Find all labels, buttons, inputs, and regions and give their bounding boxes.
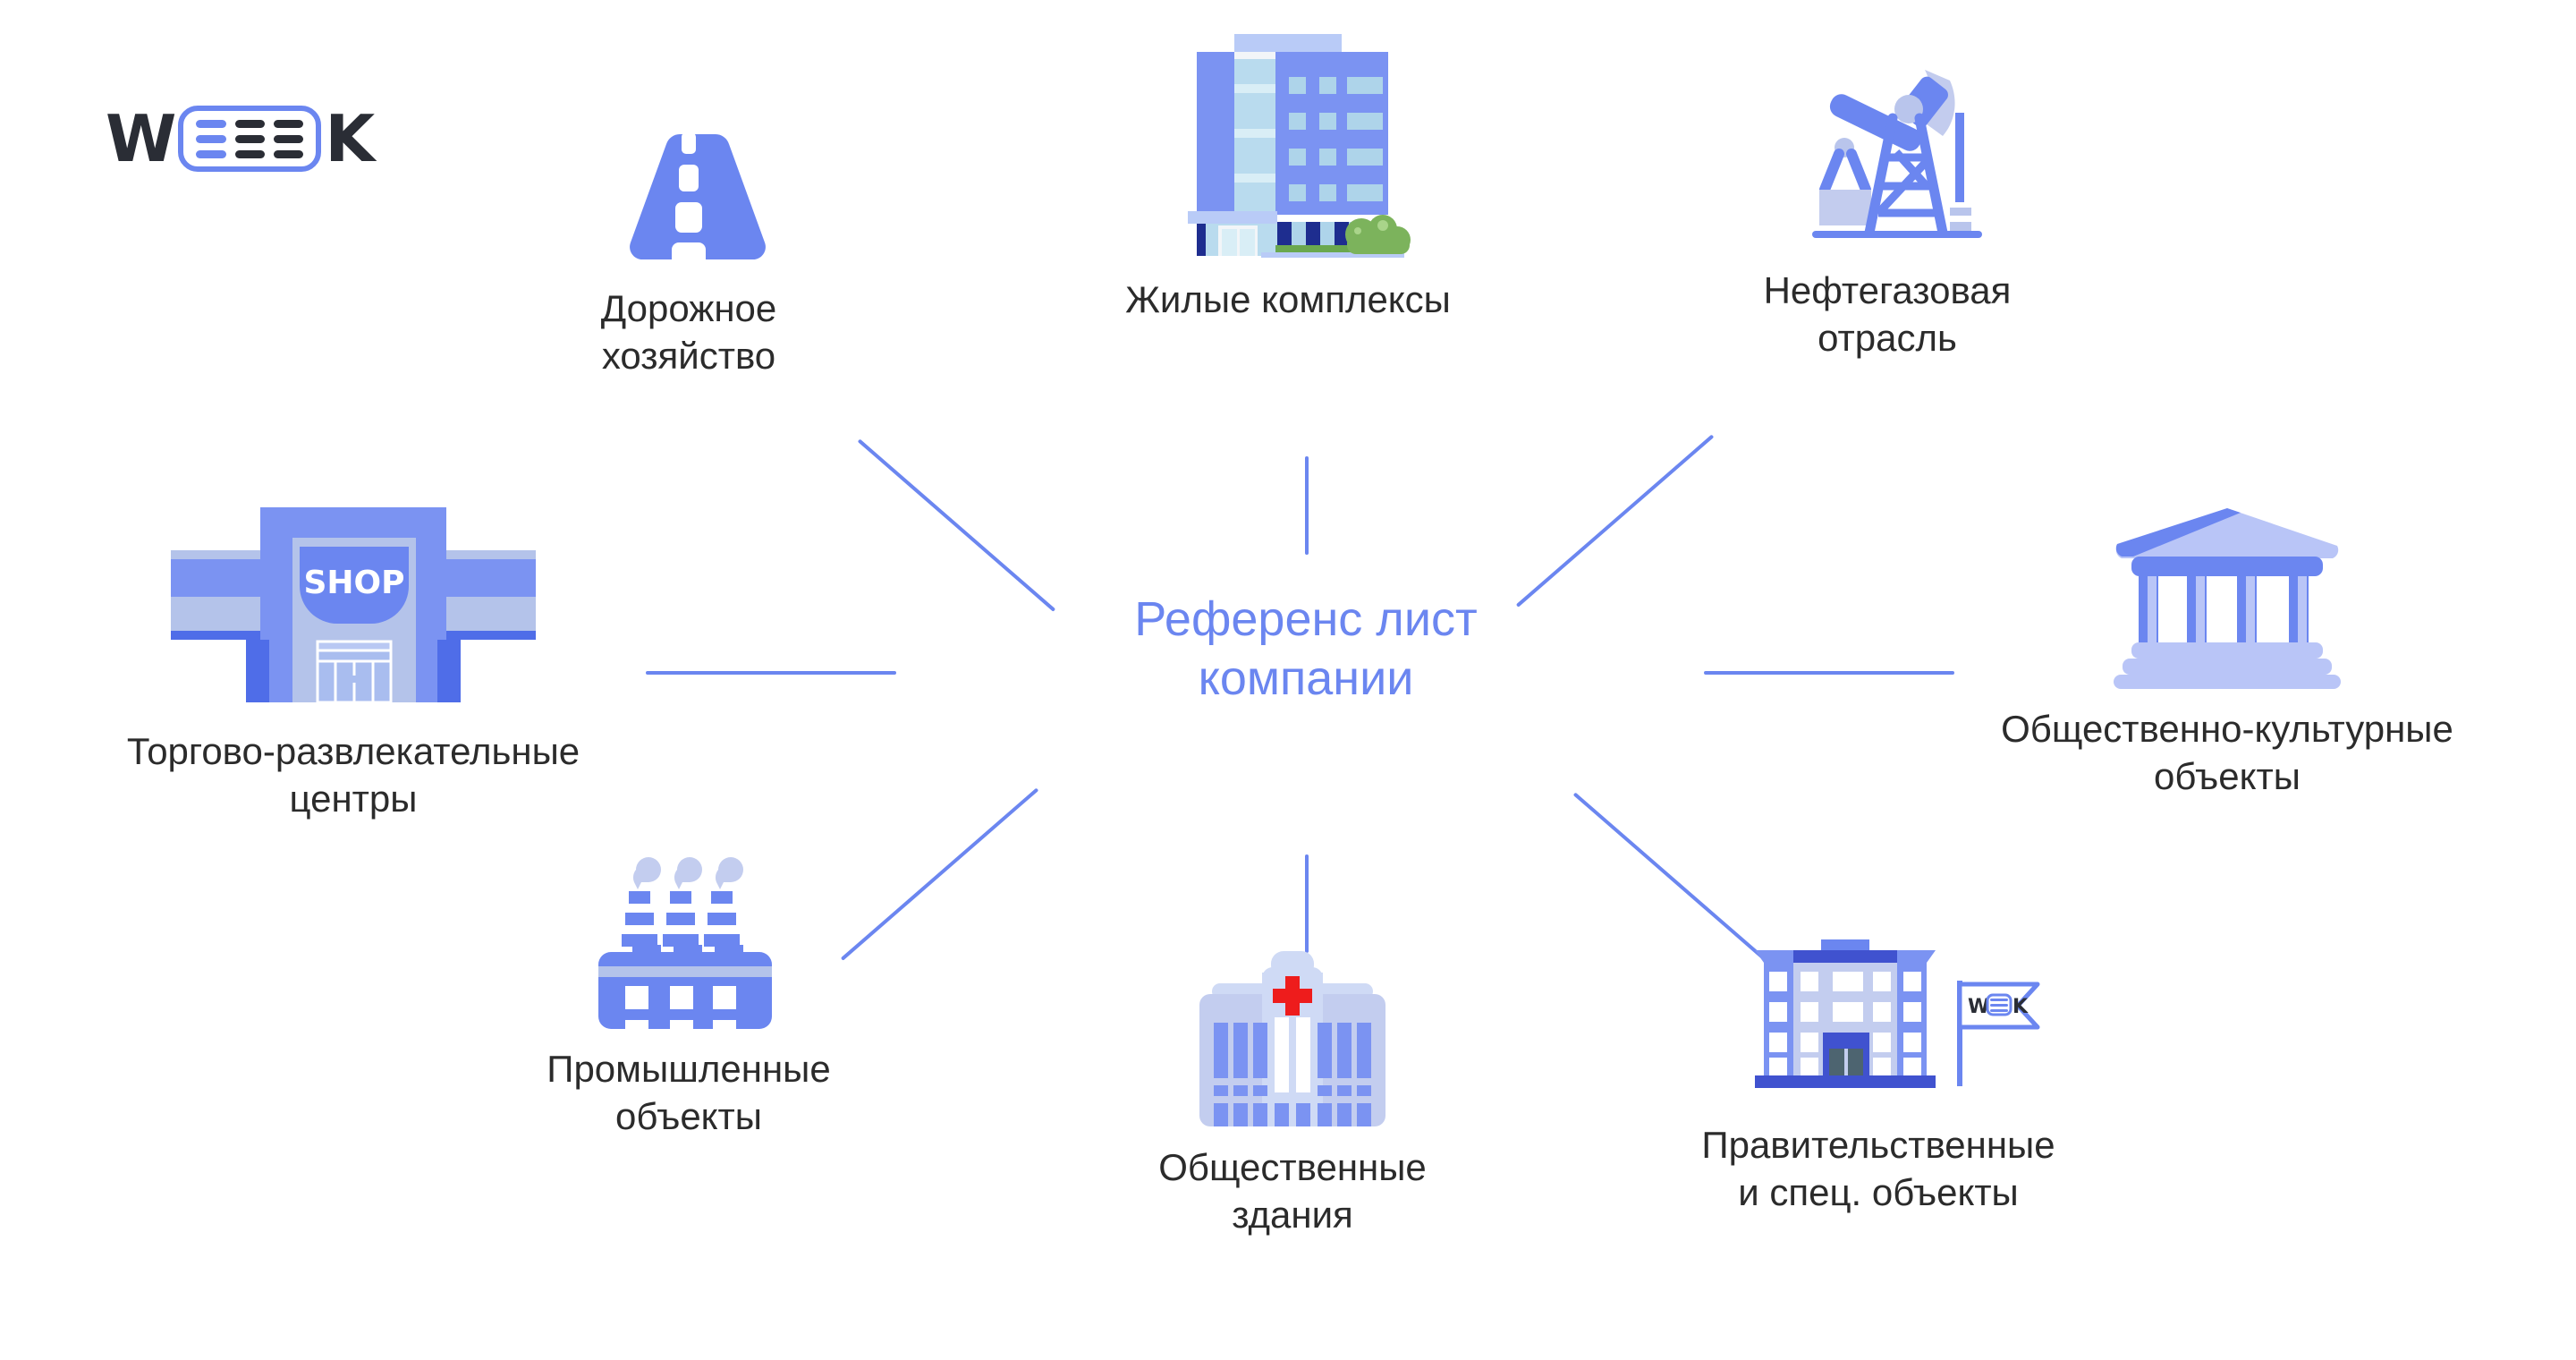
logo-bar-dark [274, 149, 304, 158]
connector-mall [646, 671, 896, 675]
node-mall-label: Торгово-развлекательные центры [126, 730, 580, 820]
logo-bar-dark [274, 119, 304, 128]
logo-bar-dark [274, 134, 304, 143]
logo-bar-dark [234, 149, 266, 158]
logo-bar-dark [234, 119, 266, 128]
government-building-flag-icon: W K [1699, 913, 2057, 1109]
factory-icon [586, 850, 792, 1033]
logo-letter-w: W [106, 100, 176, 176]
center-title-line1: Референс лист [1134, 592, 1478, 646]
node-residential[interactable]: Жилые комплексы [1073, 27, 1503, 324]
logo-bar-row [196, 149, 304, 158]
logo-bar-accent [196, 119, 226, 128]
connector-road [857, 438, 1056, 612]
node-residential-label: Жилые комплексы [1125, 278, 1451, 320]
node-industrial-label: Промышленные объекты [547, 1048, 831, 1137]
connector-oil [1515, 434, 1715, 608]
center-hub: Референс лист компании [957, 591, 1655, 709]
logo-bar-accent [196, 149, 226, 158]
node-road-label: Дорожное хозяйство [600, 287, 777, 377]
center-title-line2: компании [1198, 650, 1414, 705]
logo-bar-row [196, 119, 304, 128]
logo-bar-accent [196, 134, 226, 143]
node-industrial[interactable]: Промышленные объекты [465, 850, 912, 1141]
logo-bar-row [196, 134, 304, 143]
logo-bar-dark [234, 134, 266, 143]
logo-letter-k: K [325, 100, 375, 176]
node-mall[interactable]: SHOP Торгово-развлекательные центры [40, 488, 666, 823]
node-culture[interactable]: Общественно-культурные объекты [1923, 501, 2531, 801]
oil-pumpjack-icon [1780, 54, 1995, 255]
node-public-buildings-label: Общественные здания [1158, 1146, 1427, 1236]
svg-text:SHOP: SHOP [303, 565, 404, 601]
connector-culture [1704, 671, 1954, 675]
logo-bars-box [178, 106, 322, 172]
connector-public [1305, 854, 1309, 953]
node-public-buildings[interactable]: Общественные здания [1069, 944, 1516, 1239]
node-oil-gas[interactable]: Нефтегазовая отрасль [1682, 54, 2093, 362]
hospital-building-icon [1185, 944, 1400, 1132]
classical-building-icon [2106, 501, 2348, 693]
node-oil-gas-label: Нефтегазовая отрасль [1763, 269, 2012, 359]
residential-complex-icon [1163, 27, 1413, 264]
shopping-mall-icon: SHOP [157, 488, 550, 716]
node-road[interactable]: Дорожное хозяйство [483, 125, 894, 380]
connector-residential [1305, 456, 1309, 555]
node-government-label: Правительственные и спец. объекты [1701, 1124, 2055, 1213]
week-logo[interactable]: W K [106, 100, 375, 176]
node-culture-label: Общественно-культурные объекты [2001, 708, 2453, 797]
svg-text:K: K [2012, 996, 2029, 1018]
svg-text:W: W [1968, 996, 1989, 1018]
road-icon [599, 125, 778, 273]
node-government[interactable]: W K Правительственные и спец. объекты [1601, 913, 2156, 1217]
